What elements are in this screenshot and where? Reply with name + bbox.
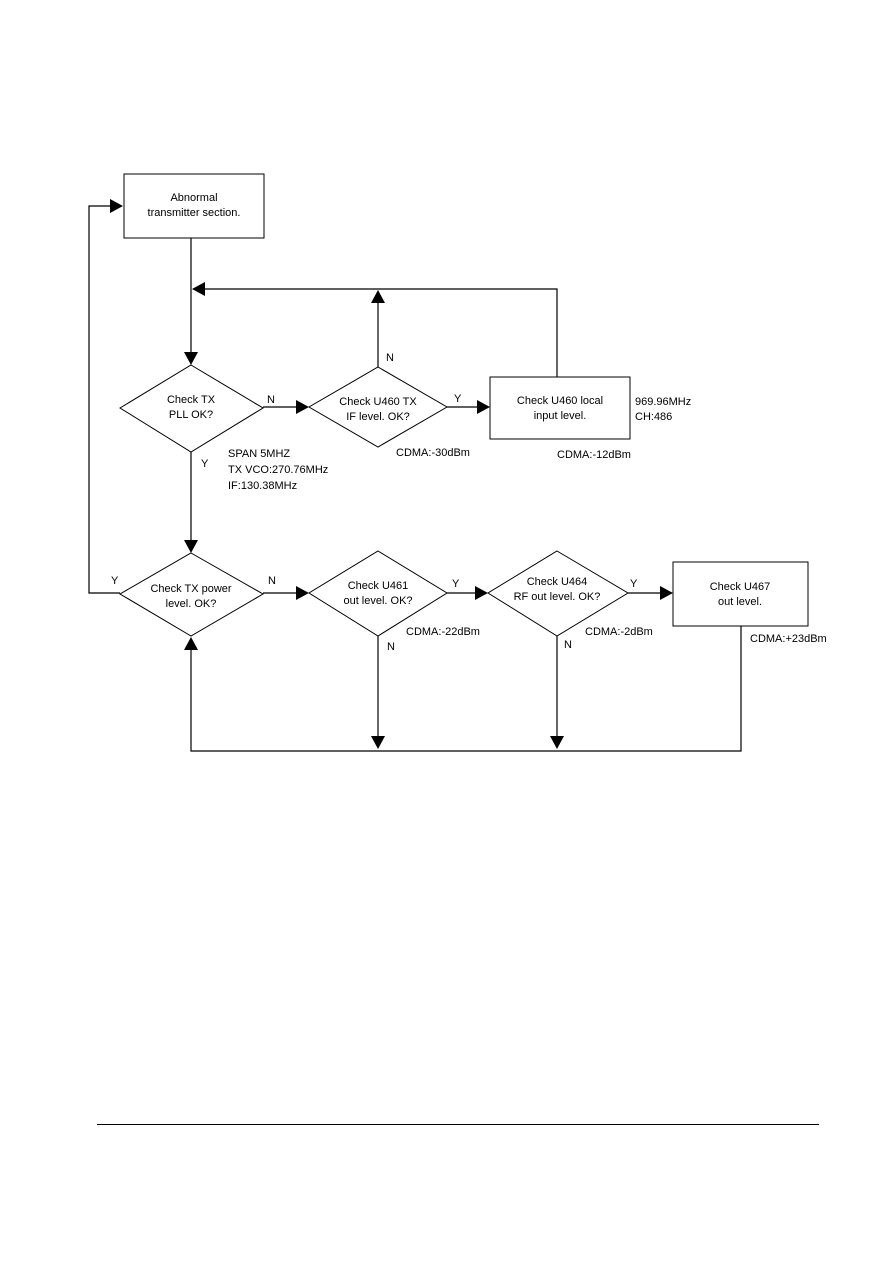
process-box: [672, 561, 809, 627]
arrow-up-into-power: [184, 637, 198, 650]
arrow-loop-return: [192, 282, 205, 296]
decision-diamond: [308, 366, 448, 448]
node-start-line-1: Abnormal: [170, 192, 217, 204]
arrow-into-pll: [184, 352, 198, 365]
arrow-up-from-u460-if: [371, 290, 385, 303]
node-u461-line-2: out level. OK?: [343, 595, 412, 607]
u461-level: CDMA:-22dBm: [406, 626, 480, 638]
decision-diamond: [119, 552, 265, 637]
decision-diamond: [119, 364, 264, 453]
u460-local-level: CDMA:-12dBm: [557, 449, 631, 461]
edge-loop-return: [203, 288, 558, 377]
pll-spec-line-1: SPAN 5MHZ: [228, 448, 290, 460]
label-u461-no: N: [387, 641, 395, 653]
node-u460-if-decision: Check U460 TX IF level. OK?: [308, 366, 448, 448]
node-pll-decision: Check TX PLL OK?: [119, 364, 264, 453]
node-power-line-2: level. OK?: [166, 598, 217, 610]
edge-bottom-return: [190, 626, 742, 752]
annotations: SPAN 5MHZ TX VCO:270.76MHz IF:130.38MHz …: [228, 396, 827, 645]
node-power-line-1: Check TX power: [150, 583, 231, 595]
node-start: Abnormal transmitter section.: [123, 173, 265, 239]
node-u461-decision: Check U461 out level. OK?: [308, 550, 448, 637]
pll-spec-line-2: TX VCO:270.76MHz: [228, 464, 328, 476]
u467-level: CDMA:+23dBm: [750, 633, 827, 645]
node-u460-if-line-1: Check U460 TX: [339, 396, 417, 408]
u464-level: CDMA:-2dBm: [585, 626, 653, 638]
arrow-into-u464: [475, 586, 488, 600]
u460-local-freq-line-1: 969.96MHz: [635, 396, 691, 408]
arrow-into-u461: [296, 586, 309, 600]
arrow-into-u467: [660, 586, 673, 600]
label-u464-no: N: [564, 639, 572, 651]
label-pll-yes: Y: [201, 458, 209, 470]
label-pll-no: N: [267, 394, 275, 406]
label-u460-if-yes: Y: [454, 393, 462, 405]
node-u464-line-2: RF out level. OK?: [514, 591, 601, 603]
decision-diamond: [487, 550, 629, 637]
connector-lines: [88, 205, 742, 752]
label-power-no: N: [268, 575, 276, 587]
edge-power-yes: [88, 205, 120, 594]
footer-rule: [97, 1124, 819, 1125]
node-u467-line-1: Check U467: [710, 581, 771, 593]
arrowheads: [110, 199, 673, 749]
node-u464-decision: Check U464 RF out level. OK?: [487, 550, 629, 637]
label-u461-yes: Y: [452, 578, 460, 590]
node-u467: Check U467 out level.: [672, 561, 809, 627]
pll-spec-line-3: IF:130.38MHz: [228, 480, 297, 492]
node-pll-line-1: Check TX: [167, 394, 216, 406]
edge-labels: N Y Y N Y N Y N Y N: [111, 352, 638, 653]
arrow-u461-no-down: [371, 736, 385, 749]
node-start-line-2: transmitter section.: [148, 207, 241, 219]
node-u460-local-line-2: input level.: [534, 410, 587, 422]
process-box: [489, 376, 631, 440]
process-box: [123, 173, 265, 239]
node-u460-if-line-2: IF level. OK?: [346, 411, 410, 423]
node-u461-line-1: Check U461: [348, 580, 409, 592]
arrow-into-u460-if: [296, 400, 309, 414]
node-u460-local: Check U460 local input level.: [489, 376, 631, 440]
label-u464-yes: Y: [630, 578, 638, 590]
arrow-into-u460-local: [477, 400, 490, 414]
node-pll-line-2: PLL OK?: [169, 409, 213, 421]
node-u464-line-1: Check U464: [527, 576, 588, 588]
arrow-into-power: [184, 540, 198, 553]
node-power-decision: Check TX power level. OK?: [119, 552, 265, 637]
u460-local-freq-line-2: CH:486: [635, 411, 672, 423]
label-power-yes: Y: [111, 575, 119, 587]
arrow-u464-no-down: [550, 736, 564, 749]
arrow-into-start: [110, 199, 123, 213]
label-u460-if-no: N: [386, 352, 394, 364]
node-u460-local-line-1: Check U460 local: [517, 395, 603, 407]
decision-diamond: [308, 550, 448, 637]
node-u467-line-2: out level.: [718, 596, 762, 608]
u460-if-level: CDMA:-30dBm: [396, 447, 470, 459]
